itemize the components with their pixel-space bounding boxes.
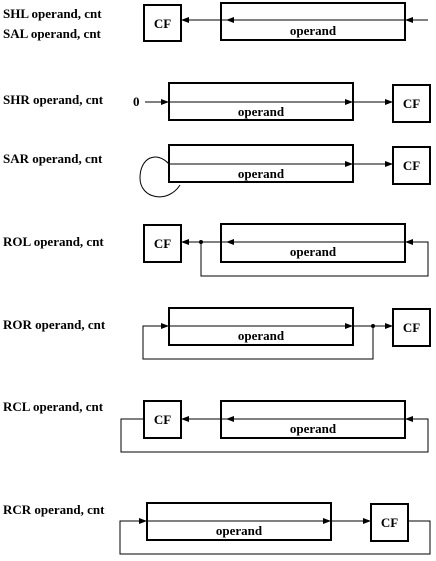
operand-label: operand [238, 166, 285, 181]
diagram-rcl: RCL operand, cnt CF operand [3, 399, 429, 453]
carry-flag-label: CF [154, 412, 171, 427]
diagram-rol: ROL operand, cnt CF operand [3, 223, 429, 277]
carry-flag-box [392, 308, 431, 347]
rotate-through-carry-loop [120, 416, 429, 453]
instruction-label-sal: SAL operand, cnt [3, 26, 102, 41]
carry-flag-label: CF [403, 96, 420, 111]
instruction-label-shr: SHR operand, cnt [3, 92, 104, 107]
zero-input-label: 0 [133, 94, 140, 109]
carry-flag-label: CF [154, 16, 171, 31]
instruction-label-rcr: RCR operand, cnt [3, 502, 105, 517]
instruction-label-rol: ROL operand, cnt [3, 234, 104, 249]
carry-flag-label: CF [403, 158, 420, 173]
carry-flag-box [370, 503, 409, 542]
operand-label: operand [290, 23, 337, 38]
diagram-shr: SHR operand, cnt 0 operand CF [3, 82, 431, 123]
diagram-sar: SAR operand, cnt operand CF [3, 144, 431, 198]
carry-flag-box [143, 4, 182, 42]
carry-flag-label: CF [154, 236, 171, 251]
rotate-feedback-loop [142, 323, 374, 360]
diagram-ror: ROR operand, cnt operand CF [3, 307, 431, 360]
carry-flag-label: CF [403, 320, 420, 335]
diagram-rcr: RCR operand, cnt operand CF [3, 502, 431, 555]
operand-label: operand [290, 421, 337, 436]
operand-label: operand [238, 328, 285, 343]
instruction-label-shl: SHL operand, cnt [3, 6, 102, 21]
diagram-shl-sal: SHL operand, cnt SAL operand, cnt CF ope… [3, 2, 428, 42]
rotate-through-carry-loop [119, 518, 431, 555]
sign-bit-loop [139, 156, 181, 198]
instruction-label-rcl: RCL operand, cnt [3, 399, 104, 414]
instruction-label-sar: SAR operand, cnt [3, 151, 103, 166]
carry-flag-box [392, 146, 431, 185]
operand-label: operand [238, 104, 285, 119]
rotate-feedback-loop [200, 239, 429, 277]
instruction-label-ror: ROR operand, cnt [3, 317, 106, 332]
operand-label: operand [216, 523, 263, 538]
carry-flag-box [392, 84, 431, 123]
operand-label: operand [290, 244, 337, 259]
carry-flag-label: CF [381, 515, 398, 530]
